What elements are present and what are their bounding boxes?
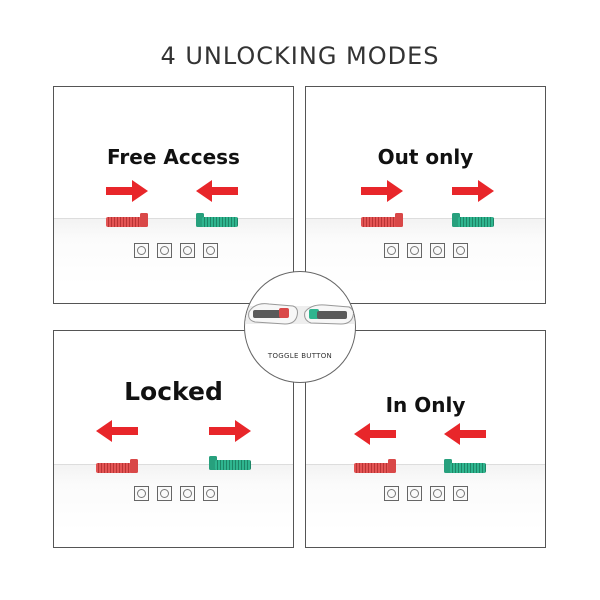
toggle-switch-icon — [245, 303, 355, 325]
arrow-right-icon — [361, 180, 403, 202]
button-icon — [453, 486, 468, 501]
button-icon — [203, 243, 218, 258]
page-title: 4 UNLOCKING MODES — [160, 42, 440, 70]
button-row — [384, 243, 468, 258]
button-icon — [180, 486, 195, 501]
red-toggle-icon — [106, 213, 148, 227]
mode-panel-in-only: In Only — [305, 330, 546, 548]
mode-label: In Only — [385, 393, 466, 417]
mode-panel-locked: Locked — [53, 330, 294, 548]
red-toggle-icon — [361, 213, 403, 227]
button-icon — [453, 243, 468, 258]
mode-label: Out only — [377, 145, 474, 169]
green-toggle-icon — [444, 459, 486, 473]
lock-device — [306, 464, 545, 531]
mode-panel-free-access: Free Access — [53, 86, 294, 304]
arrow-left-icon — [354, 423, 396, 445]
button-icon — [134, 486, 149, 501]
button-icon — [430, 486, 445, 501]
green-toggle-icon — [452, 213, 494, 227]
lock-device — [54, 464, 293, 531]
button-icon — [134, 243, 149, 258]
button-icon — [384, 243, 399, 258]
lock-device — [306, 218, 545, 285]
toggle-caption: TOGGLE BUTTON — [267, 352, 333, 360]
mode-label: Free Access — [107, 145, 240, 169]
button-icon — [384, 486, 399, 501]
button-icon — [157, 243, 172, 258]
button-icon — [180, 243, 195, 258]
lock-device — [54, 218, 293, 285]
red-toggle-icon — [354, 459, 396, 473]
button-icon — [430, 243, 445, 258]
red-toggle-icon — [96, 459, 138, 473]
arrow-left-icon — [196, 180, 238, 202]
arrow-right-icon — [106, 180, 148, 202]
button-icon — [203, 486, 218, 501]
button-row — [384, 486, 468, 501]
arrow-left-icon — [96, 420, 138, 442]
button-row — [134, 243, 218, 258]
arrow-left-icon — [444, 423, 486, 445]
toggle-button-closeup: TOGGLE BUTTON — [244, 271, 356, 383]
green-toggle-icon — [209, 456, 251, 470]
arrow-right-icon — [209, 420, 251, 442]
button-icon — [407, 486, 422, 501]
green-toggle-icon — [196, 213, 238, 227]
mode-panel-out-only: Out only — [305, 86, 546, 304]
button-icon — [407, 243, 422, 258]
button-row — [134, 486, 218, 501]
mode-label: Locked — [124, 377, 223, 406]
arrow-right-icon — [452, 180, 494, 202]
button-icon — [157, 486, 172, 501]
